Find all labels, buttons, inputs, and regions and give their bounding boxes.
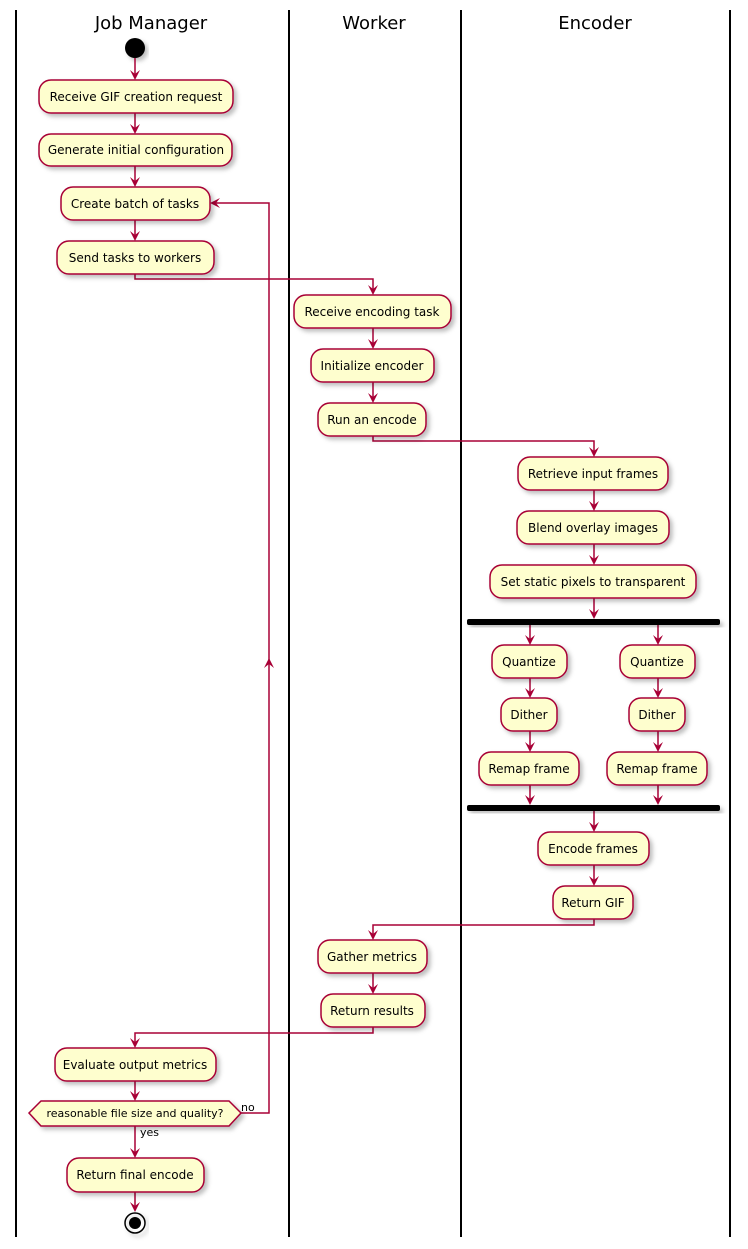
activity-label: Retrieve input frames (528, 467, 658, 481)
activity-create-batch: Create batch of tasks (60, 186, 211, 221)
activity-label: Generate initial configuration (48, 143, 224, 157)
activity-evaluate-metrics: Evaluate output metrics (54, 1047, 217, 1082)
activity-run-encode: Run an encode (317, 402, 427, 437)
activity-receive-task: Receive encoding task (293, 294, 452, 329)
activity-encode-frames: Encode frames (537, 831, 650, 866)
activity-set-static: Set static pixels to transparent (489, 564, 697, 599)
lane-title-worker: Worker (342, 13, 406, 34)
activity-quantize-left: Quantize (491, 644, 568, 679)
decision-no-label: no (241, 1101, 255, 1114)
activity-label: Remap frame (488, 762, 569, 776)
flow-arrows (130, 58, 663, 1212)
activity-label: Run an encode (327, 413, 417, 427)
activity-label: Quantize (502, 655, 556, 669)
end-node (124, 1212, 146, 1234)
activity-label: Quantize (630, 655, 684, 669)
activity-label: Create batch of tasks (71, 197, 199, 211)
activity-remap-left: Remap frame (478, 751, 580, 786)
activity-label: Return results (330, 1004, 414, 1018)
activity-init-encoder: Initialize encoder (310, 348, 435, 383)
join-bar (467, 805, 720, 811)
activity-label: Send tasks to workers (69, 251, 201, 265)
activity-label: Blend overlay images (528, 521, 658, 535)
activity-label: Gather metrics (327, 950, 417, 964)
activity-label: Set static pixels to transparent (501, 575, 686, 589)
activity-label: Dither (638, 708, 675, 722)
activity-label: Encode frames (548, 842, 638, 856)
lane-title-encoder: Encoder (558, 13, 632, 34)
start-node (125, 38, 145, 58)
activity-label: Receive GIF creation request (50, 90, 223, 104)
activity-label: Return GIF (561, 896, 624, 910)
activity-remap-right: Remap frame (606, 751, 708, 786)
decision-quality-check: reasonable file size and quality? (27, 1100, 243, 1127)
activity-label: Dither (510, 708, 547, 722)
lane-title-job-manager: Job Manager (94, 13, 208, 34)
decision-question: reasonable file size and quality? (47, 1107, 224, 1120)
activity-label: Return final encode (76, 1168, 193, 1182)
activity-generate-config: Generate initial configuration (38, 133, 233, 167)
activity-return-results: Return results (320, 993, 426, 1028)
activity-gather-metrics: Gather metrics (317, 939, 428, 974)
fork-bar (467, 619, 720, 625)
activity-label: Evaluate output metrics (63, 1058, 208, 1072)
activity-label: Remap frame (616, 762, 697, 776)
activity-dither-left: Dither (500, 697, 558, 732)
activity-receive-request: Receive GIF creation request (38, 79, 234, 114)
activity-label: Initialize encoder (321, 359, 424, 373)
activity-label: Receive encoding task (305, 305, 440, 319)
decision-yes-label: yes (140, 1126, 159, 1139)
activity-send-tasks: Send tasks to workers (56, 240, 215, 275)
activity-dither-right: Dither (628, 697, 686, 732)
activity-quantize-right: Quantize (619, 644, 696, 679)
activity-return-final: Return final encode (66, 1157, 205, 1193)
activity-blend-overlay: Blend overlay images (516, 510, 670, 545)
activity-retrieve-frames: Retrieve input frames (517, 456, 669, 491)
activity-return-gif: Return GIF (552, 885, 634, 920)
